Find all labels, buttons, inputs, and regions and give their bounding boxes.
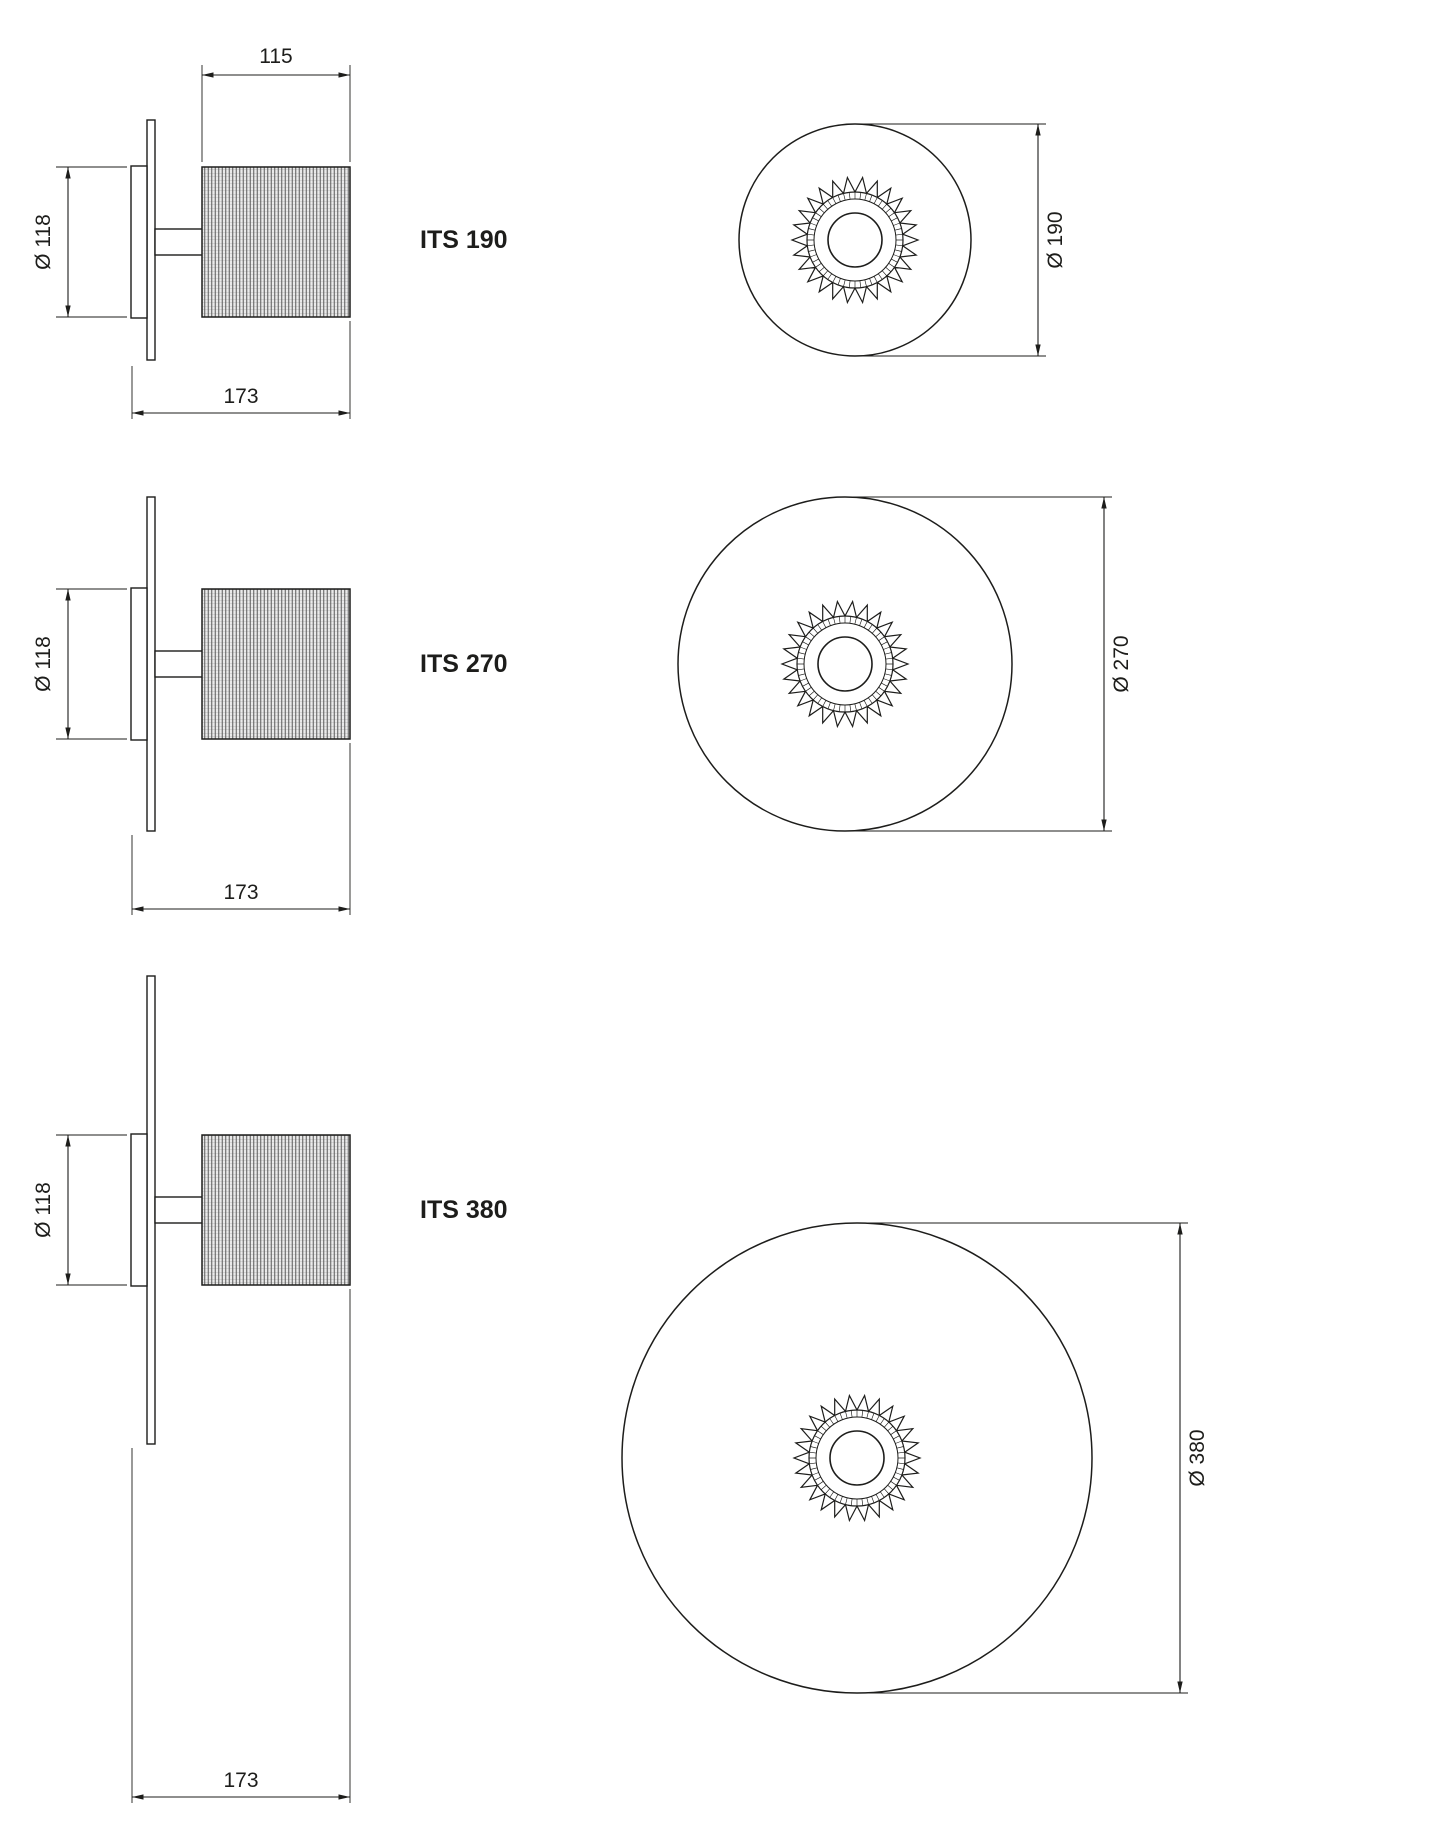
wall-plate <box>130 165 148 319</box>
dim-label: Ø 270 <box>1110 635 1133 692</box>
dim-body-diameter: Ø 118 <box>32 1134 127 1286</box>
back-disc-edge <box>146 496 156 832</box>
shade-gear-front <box>790 175 920 305</box>
front-view: Ø 270 <box>677 496 1133 832</box>
dim-front-diameter: Ø 380 <box>859 1222 1209 1694</box>
dim-body-diameter: Ø 118 <box>32 588 127 740</box>
model-label: ITS 380 <box>420 1196 508 1224</box>
wall-plate <box>130 1133 148 1287</box>
side-view: 115 Ø 118 173 <box>32 45 351 419</box>
wall-plate <box>130 587 148 741</box>
mount-arm <box>154 228 204 256</box>
ribbed-shade <box>201 166 351 318</box>
dim-label: Ø 118 <box>32 1182 55 1238</box>
dim-shade-depth: 115 <box>201 45 351 162</box>
dim-total-depth: 173 <box>131 1289 351 1803</box>
dim-total-depth: 173 <box>131 321 351 419</box>
dim-label: 115 <box>259 45 292 68</box>
dim-front-diameter: Ø 270 <box>847 496 1133 832</box>
dim-label: Ø 380 <box>1186 1429 1209 1486</box>
front-view: Ø 380 <box>621 1222 1209 1694</box>
side-view: Ø 118 173 <box>32 975 351 1803</box>
dim-label: 173 <box>223 1769 258 1792</box>
shade-gear-front <box>780 599 910 729</box>
side-view: Ø 118 173 <box>32 496 351 915</box>
variant-row-its-380: Ø 118 173 ITS 380 Ø 380 <box>32 975 1209 1803</box>
variant-row-its-270: Ø 118 173 ITS 270 Ø 270 <box>32 496 1133 915</box>
mount-arm <box>154 1196 204 1224</box>
shade-gear-front <box>792 1393 922 1523</box>
model-label: ITS 190 <box>420 226 508 254</box>
mount-arm <box>154 650 204 678</box>
dim-label: Ø 118 <box>32 636 55 692</box>
disc-outline <box>738 123 972 357</box>
front-view: Ø 190 <box>738 123 1067 357</box>
dim-total-depth: 173 <box>131 743 351 915</box>
disc-outline <box>621 1222 1093 1694</box>
disc-outline <box>677 496 1013 832</box>
back-disc-edge <box>146 975 156 1445</box>
dim-label: 173 <box>223 881 258 904</box>
dim-body-diameter: Ø 118 <box>32 166 127 318</box>
back-disc-edge <box>146 119 156 361</box>
ribbed-shade <box>201 588 351 740</box>
dim-label: Ø 190 <box>1044 211 1067 268</box>
variant-row-its-190: 115 Ø 118 173 ITS 190 <box>32 45 1067 419</box>
dim-label: Ø 118 <box>32 214 55 270</box>
ribbed-shade <box>201 1134 351 1286</box>
dim-label: 173 <box>223 385 258 408</box>
dim-front-diameter: Ø 190 <box>857 123 1067 357</box>
model-label: ITS 270 <box>420 650 508 678</box>
